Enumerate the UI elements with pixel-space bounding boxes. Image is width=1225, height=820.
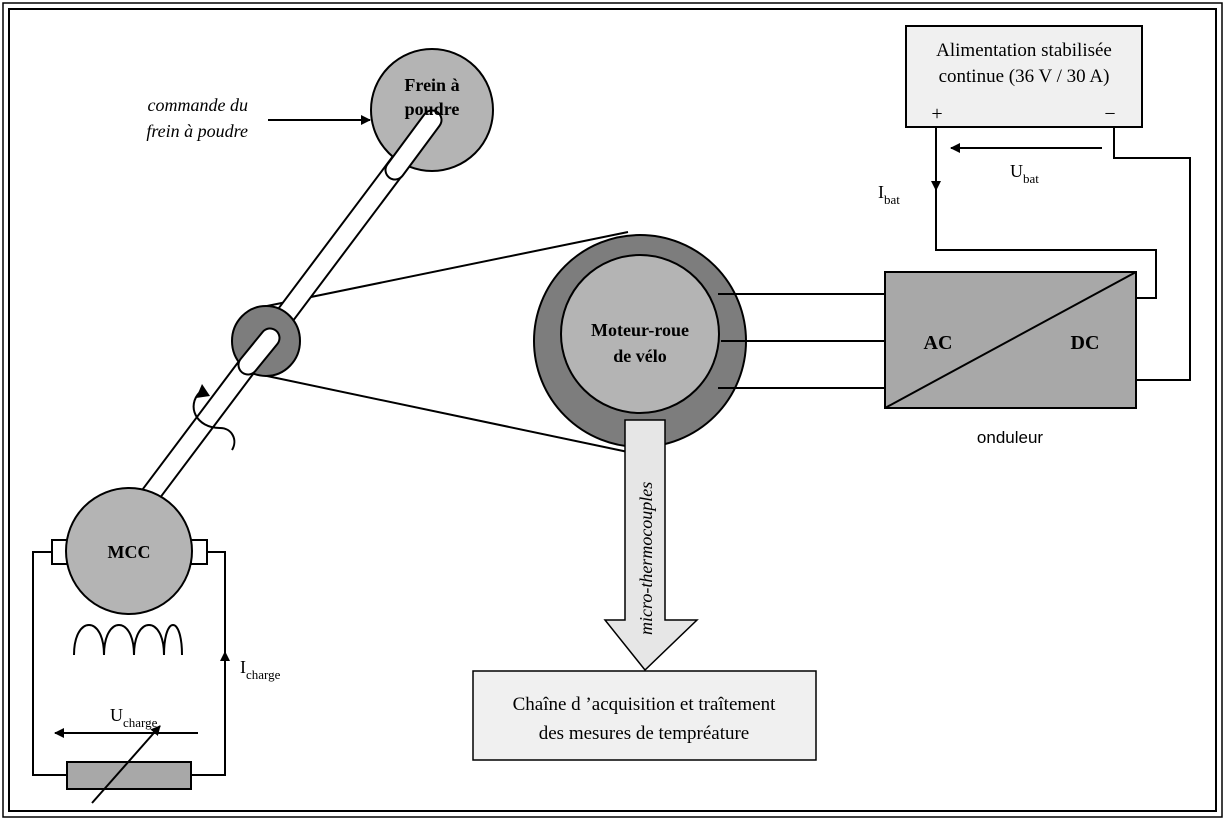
brake-label-line1: Frein à xyxy=(404,75,459,95)
mcc-motor: MCC xyxy=(51,487,208,615)
mcc-brush-right xyxy=(190,539,208,565)
psu-plus: + xyxy=(931,103,942,125)
thermocouples-arrow: micro-thermocouples xyxy=(603,419,699,672)
i-bat-label: Ibat xyxy=(878,182,900,207)
brake-command-line1: commande du xyxy=(148,95,248,115)
psu-minus: − xyxy=(1104,103,1115,125)
wheel-motor: Moteur-roue de vélo xyxy=(533,234,747,448)
brake-command: commande du frein à poudre xyxy=(146,95,371,141)
belt xyxy=(266,231,629,453)
dc-wiring: Ibat Ubat xyxy=(878,127,1191,381)
inverter-diagonal xyxy=(884,271,1137,409)
u-charge-label: Ucharge xyxy=(110,705,158,730)
inverter-ac-label: AC xyxy=(924,332,953,354)
rotation-arrow-icon xyxy=(192,384,236,451)
load-circuit: Icharge Ucharge xyxy=(32,551,281,804)
inverter-dc-label: DC xyxy=(1071,332,1100,354)
field-coil-icon xyxy=(73,624,183,656)
shaft xyxy=(134,109,443,513)
thermocouples-label: micro-thermocouples xyxy=(636,482,656,635)
acquisition-chain: Chaîne d ’acquisition et traîtement des … xyxy=(472,670,817,761)
wheel-label-line1: Moteur-roue xyxy=(591,320,689,340)
power-supply: Alimentation stabilisée continue (36 V /… xyxy=(905,25,1143,128)
variable-resistor-arrow xyxy=(91,725,161,804)
inverter-caption: onduleur xyxy=(977,428,1044,447)
acquisition-line1: Chaîne d ’acquisition et traîtement xyxy=(513,694,776,715)
acquisition-line2: des mesures de tempréature xyxy=(539,723,750,744)
phase-wires xyxy=(718,293,885,389)
brake-label-line2: poudre xyxy=(405,99,460,119)
wheel-label-line2: de vélo xyxy=(613,346,667,366)
psu-line2: continue (36 V / 30 A) xyxy=(939,66,1110,87)
pulley xyxy=(231,305,301,377)
i-charge-label: Icharge xyxy=(240,657,281,682)
mcc-label: MCC xyxy=(108,542,151,562)
inverter: AC DC onduleur xyxy=(884,271,1137,447)
psu-line1: Alimentation stabilisée xyxy=(936,40,1112,61)
u-bat-label: Ubat xyxy=(1010,161,1039,186)
brake-command-line2: frein à poudre xyxy=(146,121,248,141)
powder-brake: Frein à poudre xyxy=(370,48,494,181)
variable-resistor xyxy=(66,761,192,790)
